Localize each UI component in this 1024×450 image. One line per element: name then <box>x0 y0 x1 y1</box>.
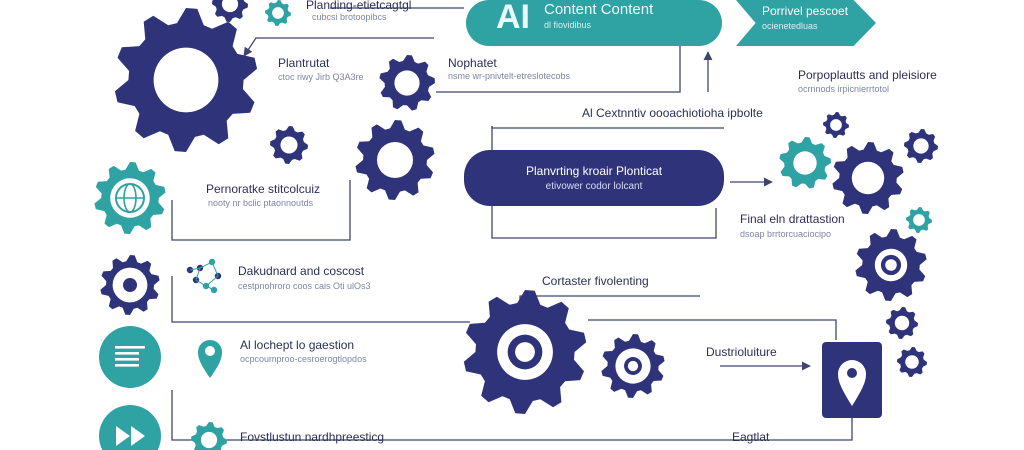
right-small-gear-3-icon <box>886 307 918 339</box>
play-glyph <box>116 426 145 446</box>
final-title: Final eln drattastion <box>740 212 845 226</box>
mid-top-subtitle: nsme wr-pnivtelt-etreslotecobs <box>448 71 571 81</box>
small-teal-gear-icon <box>265 0 291 26</box>
ai-gestion-subtitle: ocpcoumproo-cesroerogtlopdos <box>240 354 367 364</box>
bottom-left-label: Fovstlustun nardhpreesticg <box>240 430 385 444</box>
right-teal-small-gear-icon <box>906 207 932 233</box>
network-cluster-links <box>189 261 219 291</box>
document-line <box>115 358 139 361</box>
left-lower-subtitle: cestpnohroro coos cais Oti ulOs3 <box>238 281 371 291</box>
banner-title: Content Content <box>544 1 654 18</box>
bottom-small-gear-icon <box>191 422 227 450</box>
center-large-gear-icon <box>463 290 587 414</box>
ai-mark: AI <box>496 0 530 36</box>
mid-upper-right-label: Al Cextnntiv oooachiotioha ipbolte <box>582 106 763 120</box>
document-line <box>115 346 145 349</box>
final-subtitle: dsoap brrtorcuaciocipo <box>740 229 832 239</box>
left-lower-title: Dakudnard and coscost <box>238 264 365 278</box>
left-mid-title: Pernoratke stitcolcuiz <box>206 182 321 196</box>
mid-top-title: Nophatet <box>448 56 497 70</box>
gear-mid-icon <box>355 120 435 200</box>
left-top-title: Plantrutat <box>278 56 330 70</box>
left-mid-subtitle: nooty nr bclic ptaonnoutds <box>208 198 314 208</box>
document-line <box>115 364 139 367</box>
document-line <box>115 352 139 355</box>
map-pin-glyph <box>838 360 866 406</box>
play-disc-icon <box>99 405 161 450</box>
tag-subtitle: ocienetedluas <box>762 21 818 31</box>
large-gear-icon <box>114 8 258 152</box>
output-tag: Porrivel pescoet ocienetedluas <box>736 0 876 46</box>
map-pin-hole <box>847 368 857 378</box>
distribution-label: Dustrioluiture <box>706 345 777 359</box>
network-node <box>123 278 137 292</box>
gear-top-subtitle: cubcsi brotoopibcs <box>312 12 387 22</box>
processing-pill: Planvrting kroair Plonticat etivower cod… <box>464 150 724 206</box>
gear-mid-top-icon <box>379 55 435 111</box>
right-large-gear-icon <box>855 229 927 301</box>
right-navy-gear-icon <box>832 142 904 214</box>
processing-title: Planvrting kroair Plonticat <box>525 164 663 178</box>
document-disc-icon <box>99 326 161 388</box>
processing-subtitle: etivower codor lolcant <box>545 181 643 192</box>
center-lower-label: Cortaster fivolenting <box>542 274 649 288</box>
right-top-subtitle: ocrnnods irpicnierrtotol <box>798 84 890 94</box>
small-gear-top-icon <box>212 0 248 22</box>
left-top-subtitle: ctoc riwy Jirb Q3A3re <box>278 72 364 82</box>
ai-gestion-title: Al lochept lo gaestion <box>240 338 355 352</box>
right-top-title: Porpoplautts and pleisiore <box>798 68 937 82</box>
right-small-gear-4-icon <box>897 347 927 377</box>
pin-hole <box>205 346 215 356</box>
right-small-gear-2-icon <box>904 129 938 163</box>
right-small-gear-1-icon <box>823 112 849 138</box>
bottom-right-label: Eagtlat <box>732 430 770 444</box>
tag-title: Porrivel pescoet <box>762 4 849 18</box>
gear-top-title: Planding-etietcagtgl <box>306 0 412 12</box>
banner-subtitle: dl fiovidibus <box>544 20 592 30</box>
gear-small-left-icon <box>270 126 308 164</box>
target-gear-icon <box>601 334 665 398</box>
ai-content-banner: AI Content Content dl fiovidibus <box>466 0 722 46</box>
right-teal-gear-icon <box>779 137 831 189</box>
location-pin-icon <box>198 340 222 378</box>
